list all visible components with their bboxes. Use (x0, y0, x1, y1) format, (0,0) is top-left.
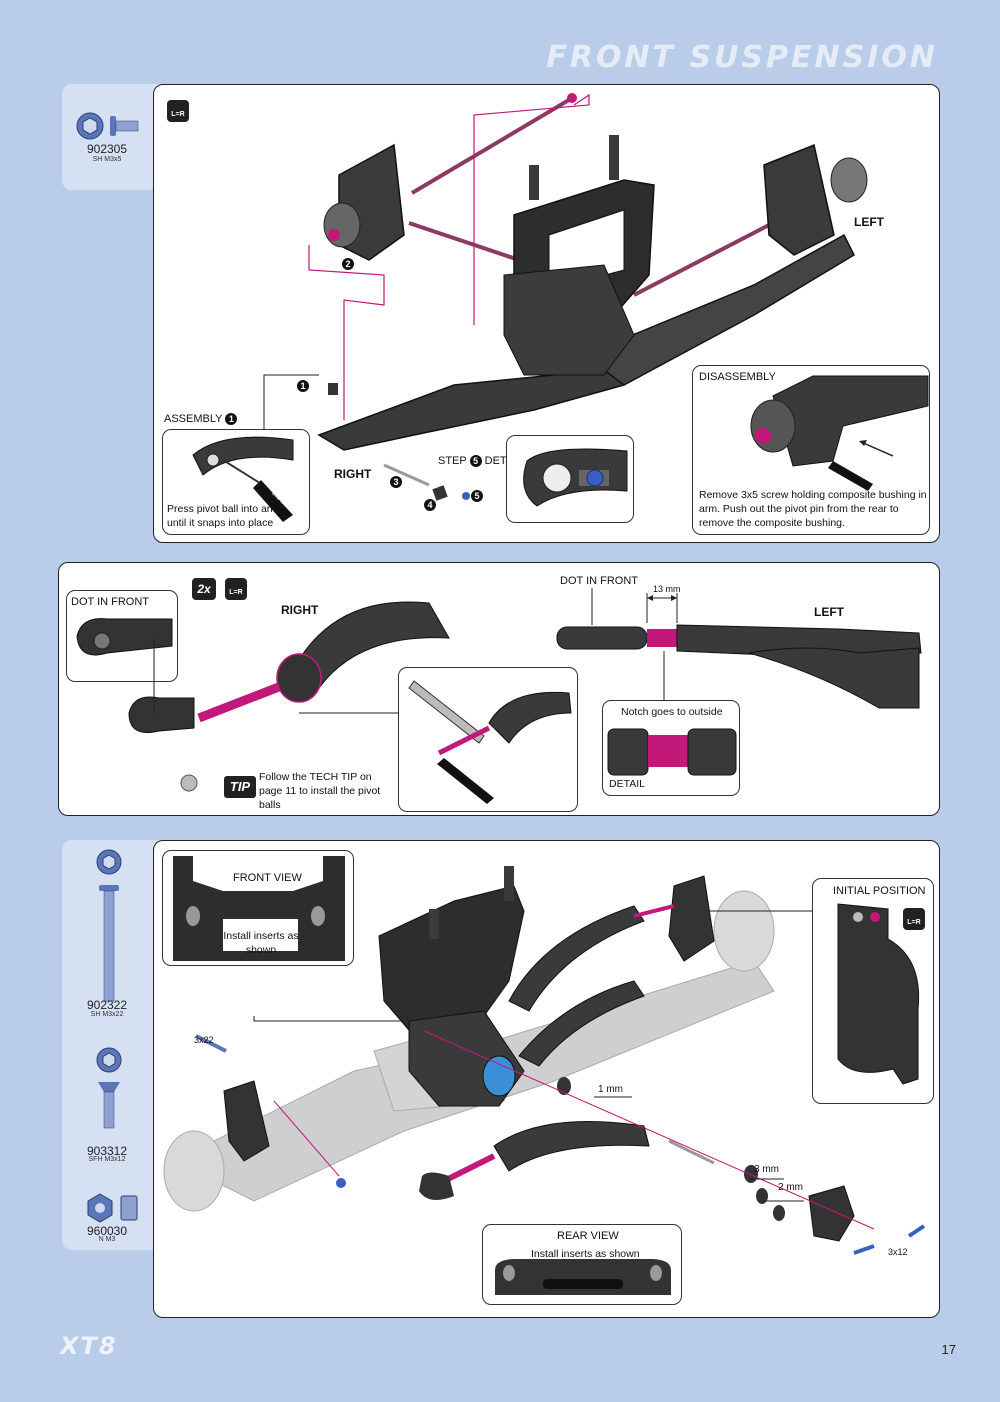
step5-detail-box (506, 435, 634, 523)
long-screw-icon (96, 849, 122, 1002)
part-desc-1: SH M3x22 (90, 1011, 124, 1018)
notch-text: Notch goes to outside (621, 706, 723, 718)
part-number-2: 903312 (86, 1144, 128, 1158)
suspension-install-drawing (163, 866, 926, 1255)
callout-5: 5 (471, 489, 483, 503)
step5-detail-illustration (523, 448, 628, 507)
part-number-3: 960030 (86, 1224, 128, 1238)
front-view-box: FRONT VIEW Install inserts as shown (162, 850, 354, 966)
initial-position-label: INITIAL POSITION (833, 885, 926, 897)
quantity-badge: 2x (192, 578, 216, 600)
wrench-and-driver-illustration (408, 680, 572, 804)
flat-screw-icon (96, 1047, 122, 1129)
disassembly-illustration (750, 375, 929, 491)
dim-3x12: 3x12 (888, 1247, 908, 1257)
xt8-logo: XT8 (60, 1332, 118, 1360)
step1-panel: L=R 1 2 3 4 5 RI (153, 84, 940, 543)
notch-detail-illustration (607, 728, 737, 776)
disassembly-text: Remove 3x5 screw holding composite bushi… (699, 489, 927, 529)
pivot-ball-illustration (192, 436, 294, 522)
detail-text: DETAIL (609, 778, 645, 790)
part-desc: SH M3x5 (92, 156, 122, 163)
lr-icon: L=R (903, 908, 925, 930)
part-desc-2: SFH M3x12 (88, 1156, 126, 1163)
lr-icon: L=R (167, 100, 189, 122)
disassembly-title: DISASSEMBLY (699, 371, 776, 383)
rod-end-illustration (76, 618, 173, 656)
dim-3x22: 3x22 (194, 1035, 214, 1045)
upper-arm-drawing (556, 588, 922, 709)
callout-2: 2 (342, 257, 354, 271)
assembly-title: ASSEMBLY 1 (164, 412, 238, 426)
dot-in-front-right-label: DOT IN FRONT (560, 575, 639, 587)
notch-detail-box: Notch goes to outside DETAIL (602, 700, 740, 796)
callout-1: 1 (297, 379, 309, 393)
front-view-title: FRONT VIEW (233, 872, 302, 884)
left-label: LEFT (854, 215, 884, 229)
part-desc-3: N M3 (98, 1236, 116, 1243)
initial-position-box: INITIAL POSITION L=R (812, 878, 934, 1104)
tip-text: Follow the TECH TIP on page 11 to instal… (259, 771, 381, 811)
step3-panel: FRONT VIEW Install inserts as shown INIT… (153, 840, 940, 1318)
screw-icon (76, 112, 139, 140)
page-number: 17 (941, 1342, 956, 1357)
page-title: FRONT SUSPENSION (546, 40, 938, 75)
rear-view-text: Install inserts as shown (531, 1248, 640, 1260)
assembly-box: 2.5 mm Press pivot ball into arm until i… (162, 429, 310, 535)
right-label: RIGHT (334, 467, 372, 481)
left-label-step2: LEFT (814, 605, 844, 619)
dim-1mm: 1 mm (598, 1084, 623, 1095)
front-view-plate (173, 856, 345, 961)
initial-position-illustration (837, 903, 920, 1085)
nut-icon (87, 1193, 138, 1223)
rear-view-plate (495, 1259, 671, 1295)
dot-in-front-box: DOT IN FRONT (66, 590, 178, 682)
tip-badge: TIP (224, 776, 256, 798)
right-label: RIGHT (281, 603, 319, 617)
part-number-1: 902322 (86, 998, 128, 1012)
front-suspension-drawing (263, 93, 868, 505)
step2-panel: 2x L=R DOT IN FRONT RIGHT TIP Follow the… (58, 562, 940, 816)
part-number: 902305 (86, 142, 128, 156)
rod-assembly-drawing (128, 601, 450, 792)
front-view-text: Install inserts as shown (223, 930, 299, 956)
disassembly-box: DISASSEMBLY 1.5 mm Remove 3x5 screw hold… (692, 365, 930, 535)
dim-3mm: 3 mm (754, 1164, 779, 1175)
rear-view-box: REAR VIEW Install inserts as shown (482, 1224, 682, 1305)
rear-view-title: REAR VIEW (557, 1230, 619, 1242)
callout-4: 4 (424, 498, 436, 512)
dot-in-front-label: DOT IN FRONT (71, 596, 150, 608)
lr-icon: L=R (225, 578, 247, 600)
tool-illustration-box (398, 667, 578, 812)
dim-2mm: 2 mm (778, 1182, 803, 1193)
dimension-13mm: 13 mm (653, 584, 681, 594)
assembly-text: Press pivot ball into arm until it snaps… (167, 503, 280, 529)
callout-3: 3 (390, 475, 402, 489)
